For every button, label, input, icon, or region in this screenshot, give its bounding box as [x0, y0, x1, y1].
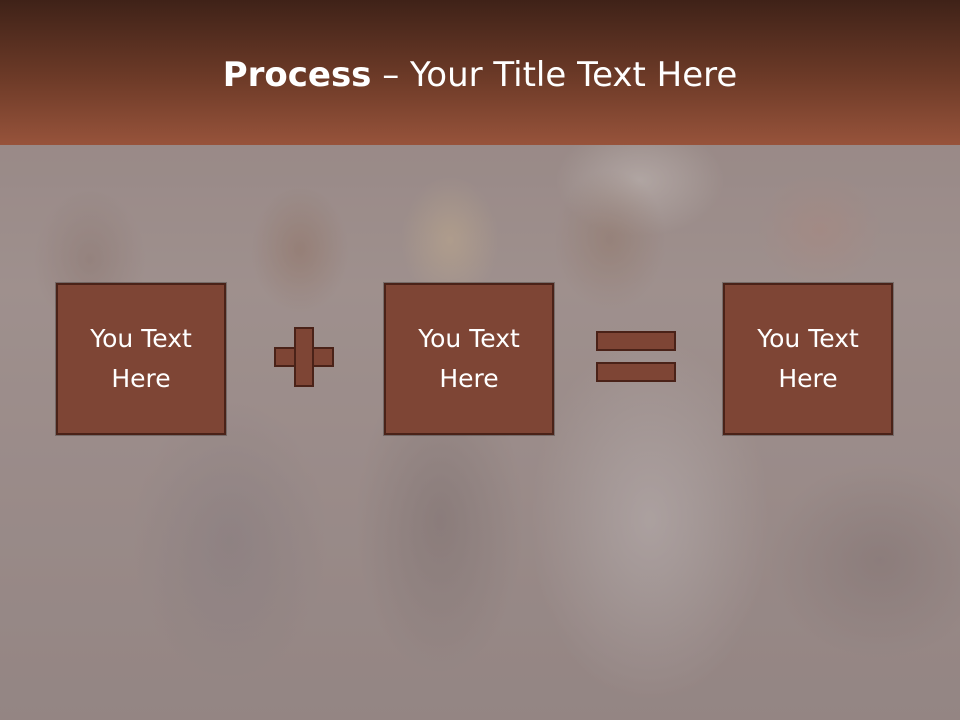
- process-box-2-text: You Text Here: [394, 319, 544, 399]
- plus-icon: [274, 327, 334, 387]
- process-box-1-line2: Here: [111, 364, 171, 393]
- slide-title[interactable]: Process – Your Title Text Here: [0, 54, 960, 96]
- title-banner: Process – Your Title Text Here: [0, 0, 960, 145]
- plus-center: [296, 349, 312, 365]
- process-box-3[interactable]: You Text Here: [723, 283, 893, 435]
- process-box-1-line1: You Text: [90, 324, 192, 353]
- equals-bottom-bar: [596, 362, 676, 382]
- equals-top-bar: [596, 331, 676, 351]
- title-rest-text: – Your Title Text Here: [371, 55, 738, 95]
- process-box-2[interactable]: You Text Here: [384, 283, 554, 435]
- process-box-2-line1: You Text: [418, 324, 520, 353]
- process-box-2-line2: Here: [439, 364, 499, 393]
- process-box-1[interactable]: You Text Here: [56, 283, 226, 435]
- process-box-3-line1: You Text: [757, 324, 859, 353]
- process-box-3-text: You Text Here: [733, 319, 883, 399]
- process-box-1-text: You Text Here: [66, 319, 216, 399]
- process-box-3-line2: Here: [778, 364, 838, 393]
- title-bold-text: Process: [222, 55, 372, 95]
- equals-icon: [596, 331, 676, 383]
